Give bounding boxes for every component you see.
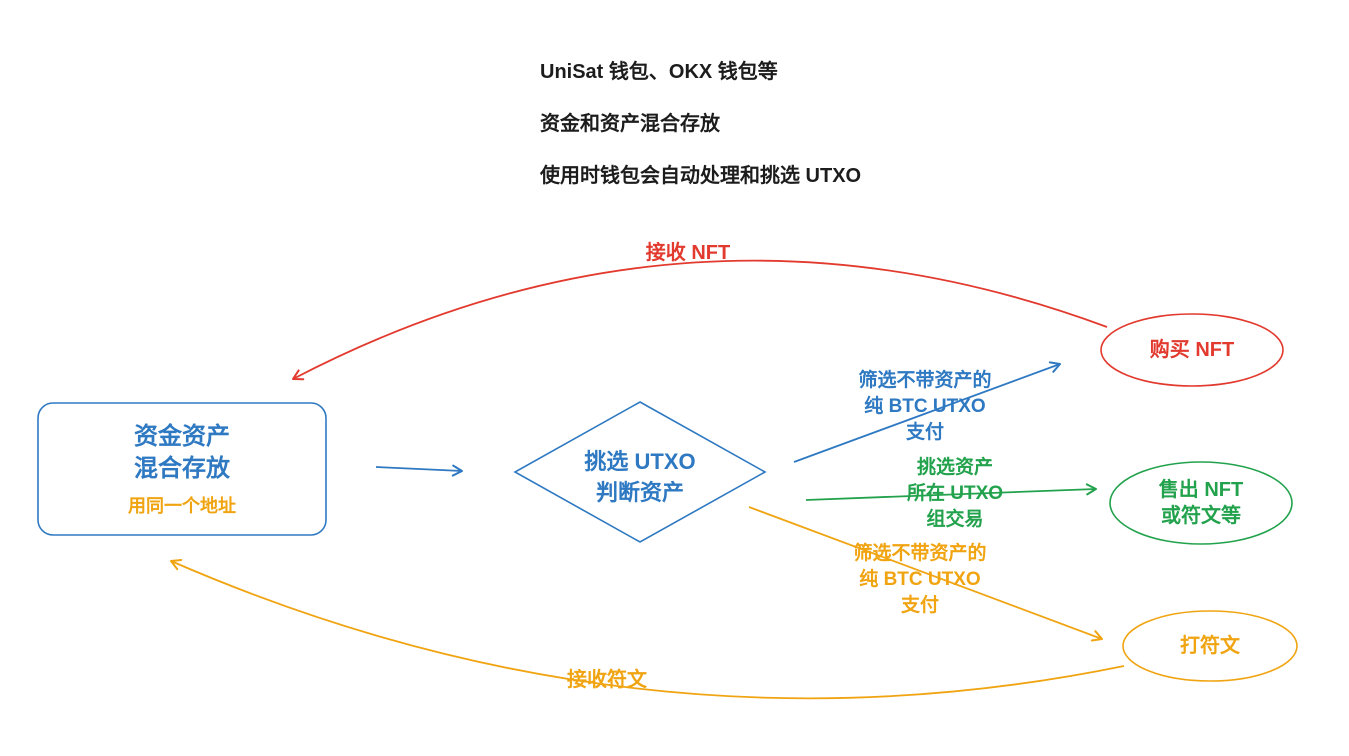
- pay-pure-btc-mint-line3: 支付: [900, 595, 939, 616]
- pay-pure-btc-buy-line1: 筛选不带资产的: [858, 370, 992, 391]
- sell-nft-label-line1: 售出 NFT: [1158, 479, 1244, 501]
- buy-nft-label: 购买 NFT: [1149, 339, 1235, 361]
- pay-pure-btc-buy-edge-label: 筛选不带资产的 纯 BTC UTXO 支付: [835, 368, 1015, 446]
- decision-node-label: 挑选 UTXO 判断资产: [540, 446, 740, 508]
- sell-nft-ellipse: [1109, 461, 1293, 545]
- pay-pure-btc-mint-line1: 筛选不带资产的: [853, 543, 987, 564]
- pay-pure-btc-buy-line3: 支付: [905, 422, 944, 443]
- receive-runes-edge-label: 接收符文: [567, 669, 647, 691]
- wallet-box-note: 用同一个地址: [128, 495, 236, 516]
- mint-runes-ellipse: [1122, 610, 1298, 682]
- pick-asset-utxo-line2: 所在 UTXO: [906, 483, 1004, 504]
- header-note-line2: 资金和资产混合存放: [540, 113, 720, 135]
- decision-label-line1: 挑选 UTXO: [584, 449, 696, 474]
- sell-nft-label: 售出 NFT 或符文等: [1111, 477, 1291, 529]
- pay-pure-btc-mint-edge-label: 筛选不带资产的 纯 BTC UTXO 支付: [830, 541, 1010, 619]
- pick-asset-utxo-line1: 挑选资产: [916, 457, 993, 478]
- receive-runes-arrow: [170, 559, 1125, 700]
- decision-label-line2: 判断资产: [595, 480, 684, 505]
- pick-asset-utxo-edge-label: 挑选资产 所在 UTXO 组交易: [865, 455, 1045, 533]
- pay-pure-btc-mint-line2: 纯 BTC UTXO: [859, 569, 981, 590]
- wallet-box-shape: [37, 402, 327, 536]
- pay-pure-btc-buy-line2: 纯 BTC UTXO: [864, 396, 986, 417]
- wallet-box-title-line2: 混合存放: [134, 454, 230, 482]
- wallet-box-title-line1: 资金资产: [134, 422, 230, 450]
- decision-to-mint-arrow: [748, 506, 1103, 642]
- decision-diamond-shape: [513, 401, 767, 543]
- receive-nft-arrow: [292, 259, 1108, 381]
- header-note-line1: UniSat 钱包、OKX 钱包等: [540, 61, 778, 83]
- wallet-box-node: 资金资产 混合存放 用同一个地址: [38, 403, 326, 535]
- receive-nft-edge-label: 接收 NFT: [645, 242, 731, 264]
- header-notes: UniSat 钱包、OKX 钱包等 资金和资产混合存放 使用时钱包会自动处理和挑…: [540, 60, 861, 216]
- decision-to-sell-arrow: [805, 483, 1097, 501]
- mint-runes-label: 打符文: [1180, 635, 1240, 657]
- pick-asset-utxo-line3: 组交易: [926, 509, 984, 530]
- header-note-line3: 使用时钱包会自动处理和挑选 UTXO: [540, 165, 862, 187]
- decision-to-buy-arrow: [793, 361, 1061, 463]
- sell-nft-label-line2: 或符文等: [1161, 505, 1241, 527]
- wallet-to-decision-arrow: [375, 464, 463, 477]
- buy-nft-ellipse: [1100, 313, 1284, 387]
